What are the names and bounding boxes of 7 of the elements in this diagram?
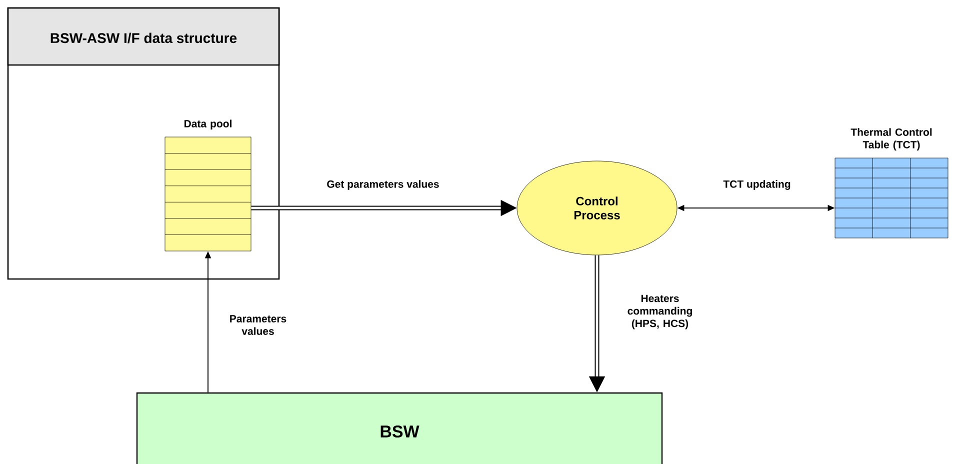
table-heading: Data pool — [184, 120, 232, 130]
edge-label: Get parameters values — [326, 179, 440, 191]
table-heading: Thermal Control Table (TCT) — [850, 128, 932, 150]
edge-label: Heaters commanding (HPS, HCS) — [619, 294, 701, 330]
edge-label: Parameters values — [222, 314, 294, 336]
software-box: BSW — [136, 392, 663, 464]
edge-label: TCT updating — [722, 179, 792, 191]
